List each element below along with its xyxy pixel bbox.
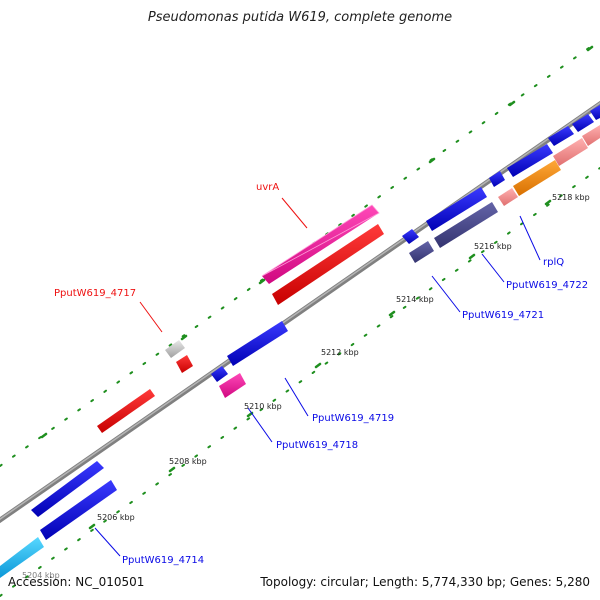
label-uvra[interactable]: uvrA <box>256 182 279 193</box>
map-title: Pseudomonas putida W619, complete genome <box>147 10 453 25</box>
feature-upper-blue-right7[interactable] <box>590 105 600 120</box>
callout-uvra <box>281 197 308 229</box>
feature-upper-blue-right4[interactable] <box>507 144 553 177</box>
genome-summary-text: Topology: circular; Length: 5,774,330 bp… <box>260 575 590 589</box>
label-pputw619-4718[interactable]: PputW619_4718 <box>276 440 358 451</box>
label-rplq[interactable]: rplQ <box>543 257 564 268</box>
feature-lower-salmon-edge[interactable] <box>582 125 600 146</box>
feature-lower-cyan[interactable] <box>0 537 44 578</box>
genome-backbone <box>0 100 600 524</box>
label-pputw619-4722[interactable]: PputW619_4722 <box>506 280 588 291</box>
label-pputw619-4719[interactable]: PputW619_4719 <box>312 413 394 424</box>
inner-ruler-line <box>0 167 600 597</box>
feature-upper-blue-right2[interactable] <box>402 229 419 244</box>
feature-pputw619-4717[interactable] <box>165 340 185 358</box>
feature-upper-blue-left[interactable] <box>31 461 104 517</box>
tick-label-5204: 5204 kbp <box>22 571 60 580</box>
tick-label-5212: 5212 kbp <box>321 348 359 357</box>
feature-pputw619-4718[interactable] <box>219 373 246 398</box>
inner-major-ticks <box>88 199 552 530</box>
feature-upper-red[interactable] <box>97 389 155 433</box>
accession-text: Accession: NC_010501 <box>8 575 145 589</box>
tick-label-5206: 5206 kbp <box>97 513 135 522</box>
feature-lower-salmon-right[interactable] <box>553 138 588 166</box>
tick-label-5216: 5216 kbp <box>474 242 512 251</box>
label-pputw619-4714[interactable]: PputW619_4714 <box>122 555 204 566</box>
feature-lower-red-small[interactable] <box>176 355 193 373</box>
feature-pputw619-4722[interactable] <box>434 202 498 248</box>
callout-pputw619-4722 <box>481 253 505 283</box>
feature-lower-orange[interactable] <box>513 160 561 196</box>
feature-upper-blue-right6[interactable] <box>572 114 594 132</box>
tick-label-5210: 5210 kbp <box>244 402 282 411</box>
feature-pputw619-4714[interactable] <box>40 480 117 540</box>
callout-pputw619-4717 <box>139 301 163 333</box>
callout-pputw619-4719 <box>284 377 309 417</box>
tick-label-5214: 5214 kbp <box>396 295 434 304</box>
feature-pputw619-4721[interactable] <box>409 241 434 263</box>
label-pputw619-4717[interactable]: PputW619_4717 <box>54 288 136 299</box>
label-pputw619-4721[interactable]: PputW619_4721 <box>462 310 544 321</box>
genome-backbone-highlight <box>0 102 600 520</box>
callout-rplq <box>519 215 541 261</box>
callout-pputw619-4721 <box>431 275 461 313</box>
tick-label-5218: 5218 kbp <box>552 193 590 202</box>
feature-lower-red-long[interactable] <box>272 224 384 305</box>
feature-upper-blue-right5[interactable] <box>548 126 574 146</box>
callout-pputw619-4714 <box>94 527 121 557</box>
feature-upper-blue-mid[interactable] <box>227 321 288 366</box>
callout-pputw619-4718 <box>247 407 273 443</box>
feature-upper-blue-right1[interactable] <box>426 187 487 231</box>
feature-upper-blue-small[interactable] <box>211 366 228 382</box>
feature-upper-blue-right3[interactable] <box>489 171 505 187</box>
tick-label-5208: 5208 kbp <box>169 457 207 466</box>
feature-uvra-pink[interactable] <box>261 204 380 284</box>
feature-rplq[interactable] <box>498 188 518 206</box>
